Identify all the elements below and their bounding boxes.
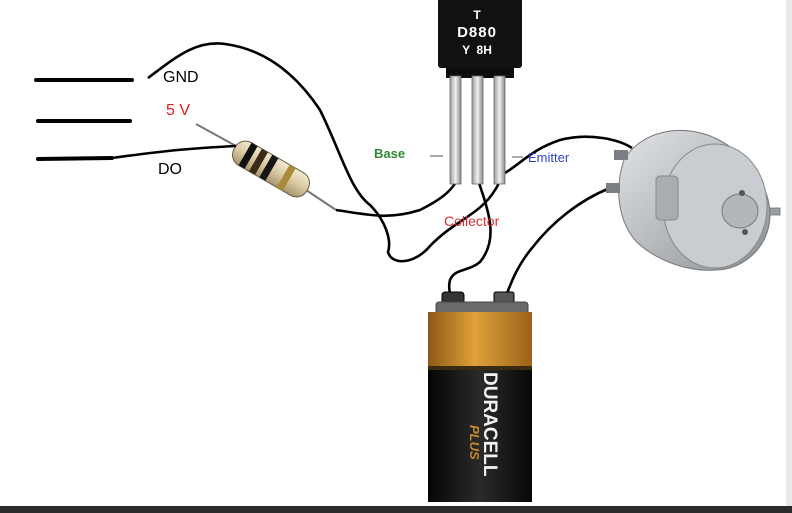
resistor <box>232 140 310 198</box>
wire-gnd-to-emitter <box>147 42 501 263</box>
transistor-marking-2: D880 <box>457 24 497 41</box>
wire-resistor-to-base <box>335 181 458 218</box>
vcc-label: 5 V <box>166 102 190 119</box>
gnd-label: GND <box>163 69 199 86</box>
wire-battery-to-motor <box>504 186 611 297</box>
do-label: DO <box>158 161 182 178</box>
transistor: T D880 Y 8H <box>438 0 522 185</box>
dc-motor <box>606 129 781 271</box>
emitter-label: Emitter <box>528 150 570 165</box>
do-pin-line <box>36 156 114 161</box>
battery-sub: PLUS <box>467 425 482 460</box>
resistor-lead-right <box>305 189 337 211</box>
wire-emitter-to-motor <box>499 135 633 178</box>
resistor-lead-left <box>195 123 237 147</box>
wire-collector-to-battery <box>447 179 492 299</box>
transistor-leg-collector <box>471 75 484 185</box>
transistor-marking-3: Y 8H <box>462 43 492 57</box>
transistor-marking-1: T <box>473 8 481 22</box>
battery-9v: DURACELL PLUS <box>428 291 532 502</box>
transistor-leg-base <box>449 75 462 185</box>
right-edge-bar <box>786 0 792 513</box>
collector-label: Collector <box>444 213 500 229</box>
bottom-edge-bar <box>0 506 792 513</box>
wire-do-to-base <box>111 144 237 160</box>
battery-brand: DURACELL <box>479 372 500 477</box>
transistor-leg-emitter <box>493 75 506 185</box>
base-label: Base <box>374 146 405 161</box>
